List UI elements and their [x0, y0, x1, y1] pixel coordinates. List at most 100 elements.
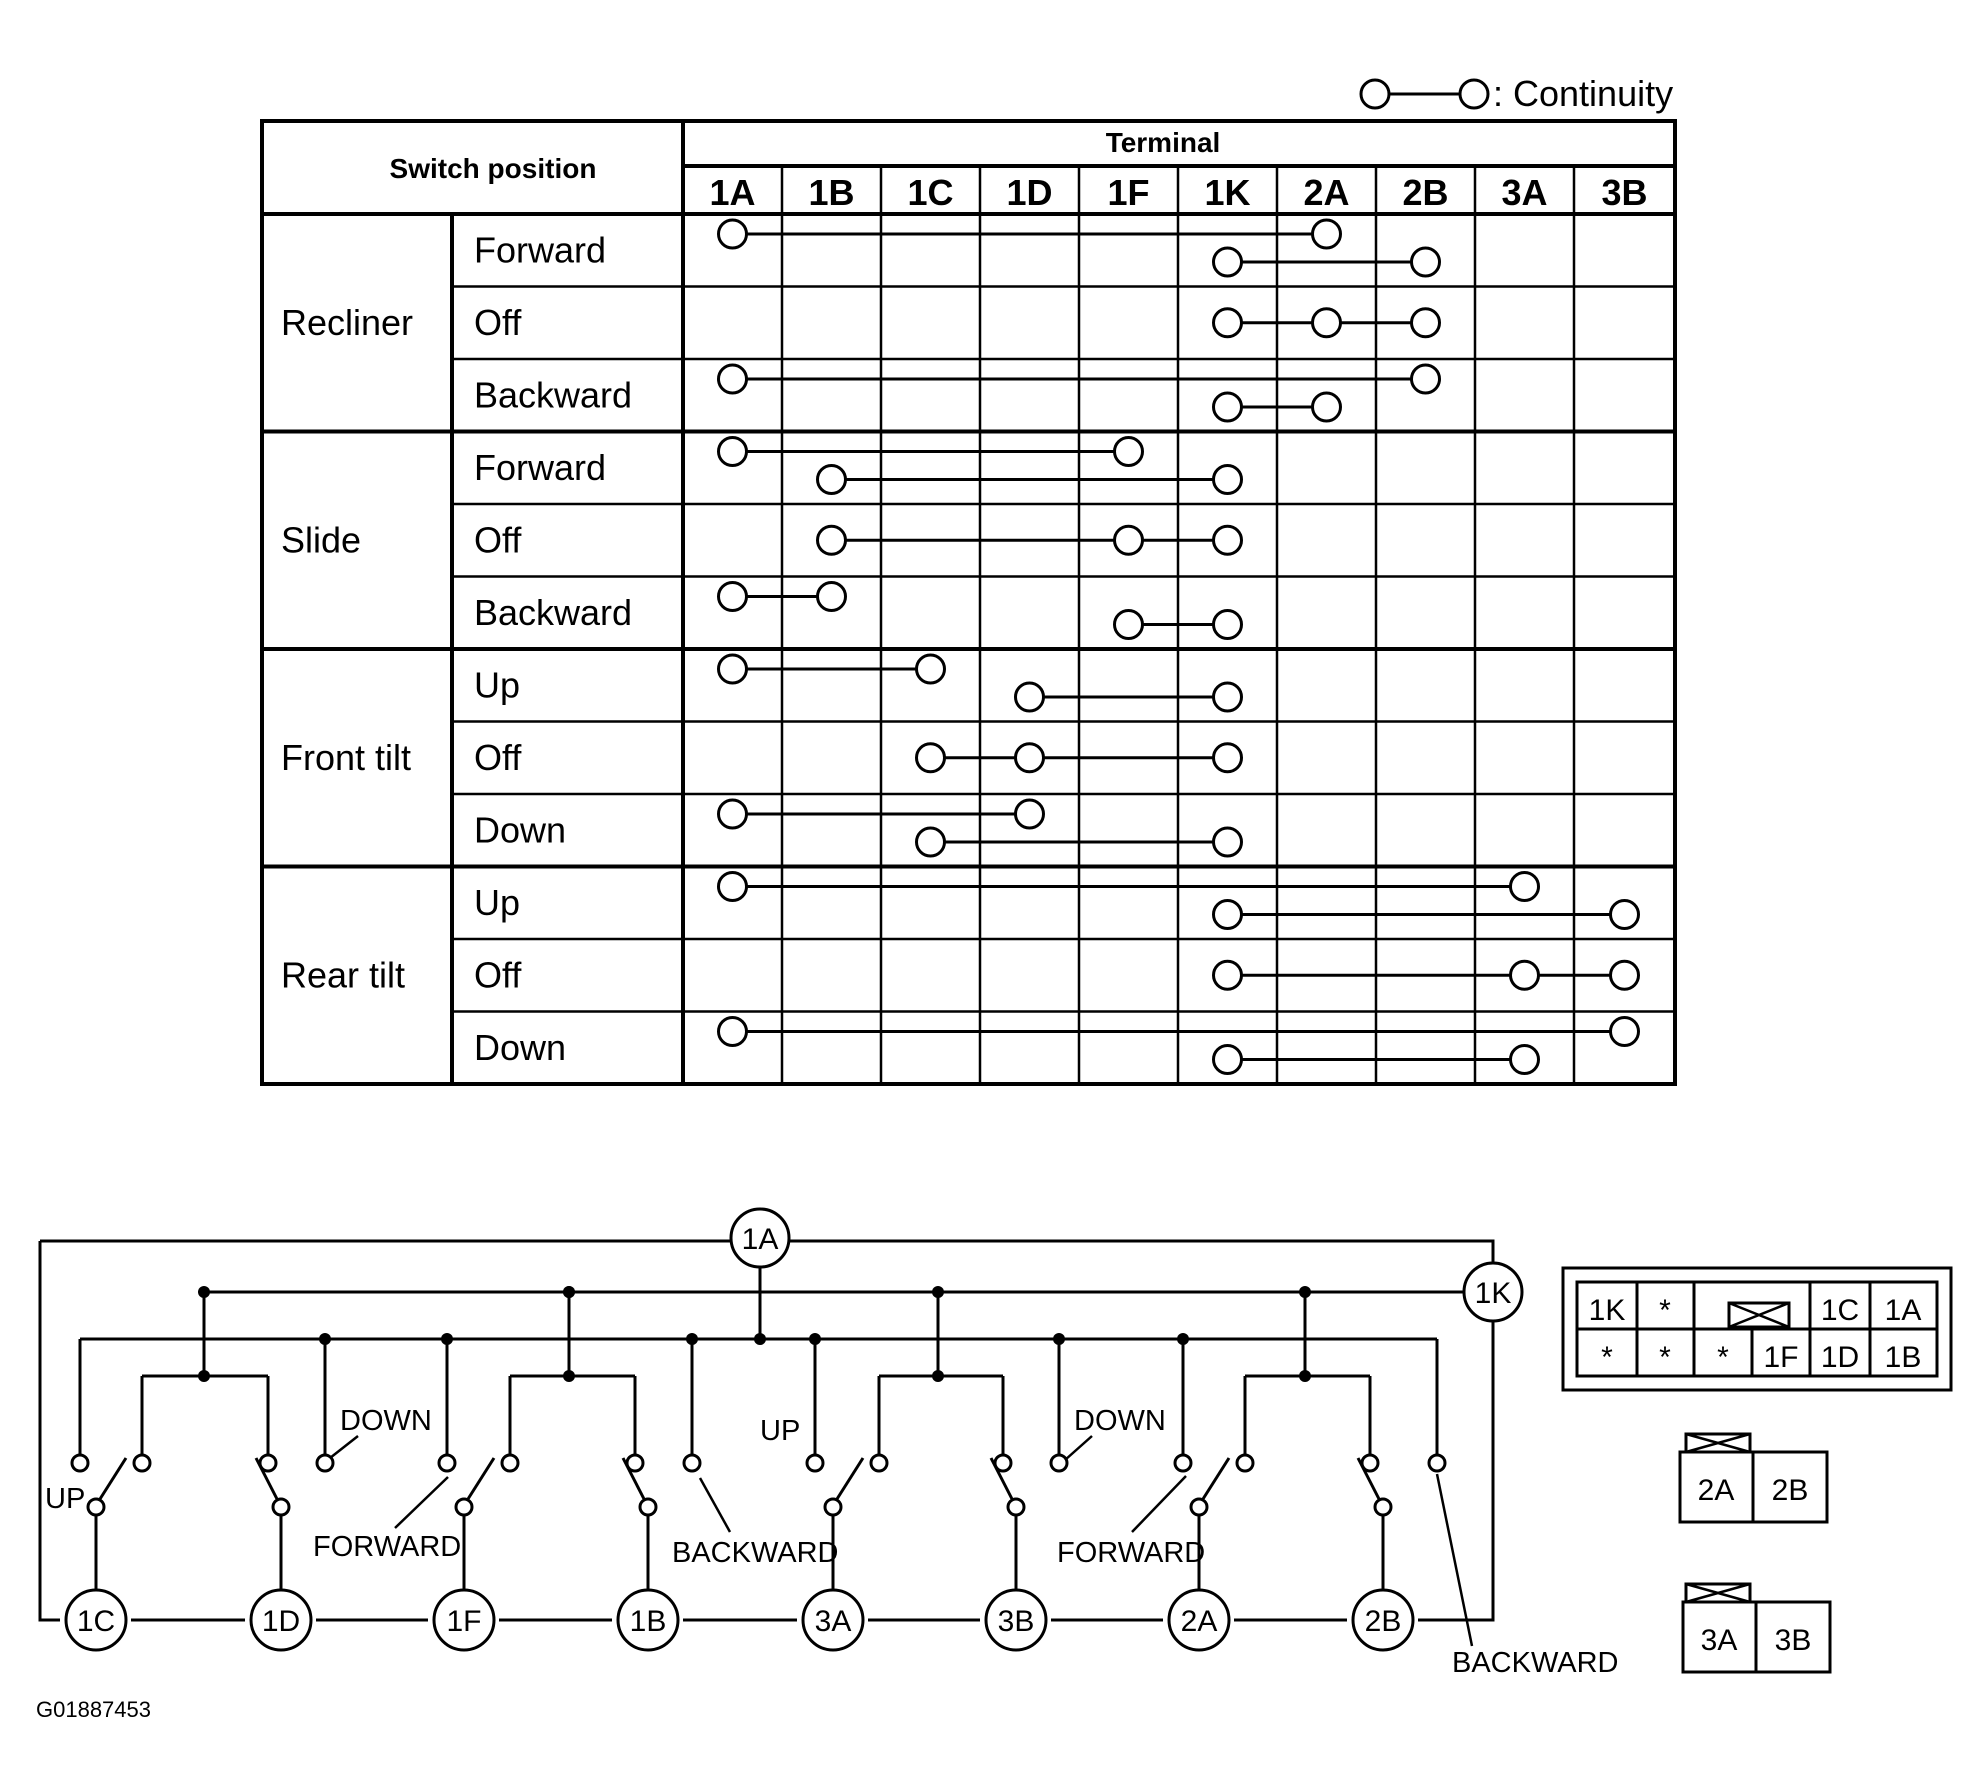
switch-contact	[500, 1453, 520, 1473]
header-terminal: Terminal	[1106, 127, 1221, 158]
continuity-circle	[1212, 681, 1243, 713]
pin-1a: 1A	[1885, 1294, 1922, 1327]
junction-dot	[441, 1333, 453, 1345]
switch-contact	[315, 1453, 335, 1473]
continuity-circle	[1113, 524, 1144, 556]
leader-forward-2	[1131, 1475, 1187, 1533]
continuity-circle	[915, 742, 946, 774]
continuity-circle	[915, 653, 946, 685]
terminal-node	[249, 1588, 313, 1652]
group-label: Slide	[281, 519, 361, 560]
continuity-circle	[1212, 826, 1243, 858]
pin-2a: 2A	[1698, 1474, 1735, 1507]
pin-2b: 2B	[1772, 1474, 1809, 1507]
pin-blank-1: *	[1659, 1294, 1671, 1327]
continuity-legend: : Continuity	[1359, 73, 1673, 114]
continuity-circle	[717, 798, 748, 830]
continuity-circle	[1609, 899, 1640, 930]
continuity-circle	[717, 871, 748, 902]
pin-blank-3: *	[1659, 1341, 1671, 1374]
continuity-circle	[1509, 1044, 1540, 1075]
latch-symbol	[1727, 1301, 1791, 1329]
table-border	[260, 119, 1677, 1086]
switch-contact	[1235, 1453, 1255, 1473]
junction-dot	[319, 1333, 331, 1345]
switch-contact	[1049, 1453, 1069, 1473]
position-label: Backward	[474, 374, 632, 415]
continuity-circle	[1609, 959, 1640, 991]
continuity-circle	[915, 826, 946, 858]
continuity-marks	[717, 218, 1640, 1075]
continuity-circle	[1212, 464, 1243, 495]
continuity-circle	[1212, 1044, 1243, 1075]
leader-down-2	[1064, 1435, 1093, 1461]
switch-blade	[466, 1457, 496, 1500]
terminal-header: 1D	[1006, 172, 1052, 213]
junction-dot	[1053, 1333, 1065, 1345]
terminal-node-label: 1C	[77, 1605, 115, 1638]
terminal-node	[984, 1588, 1048, 1652]
switch-contact	[805, 1453, 825, 1473]
continuity-circle	[717, 1016, 748, 1047]
continuity-circle	[1014, 742, 1045, 774]
switch-contact	[70, 1453, 90, 1473]
terminal-node	[729, 1207, 791, 1269]
switch-blade	[1201, 1457, 1231, 1500]
switch-contact	[437, 1453, 457, 1473]
continuity-circle	[1212, 609, 1243, 640]
switch-contact	[869, 1453, 889, 1473]
switch-pivot	[638, 1497, 658, 1517]
label-forward-2: FORWARD	[1057, 1537, 1205, 1569]
switch-contact	[132, 1453, 152, 1473]
header-switch-position: Switch position	[390, 153, 597, 184]
group-label: Front tilt	[281, 737, 411, 778]
label-up-2: UP	[760, 1415, 800, 1447]
position-label: Forward	[474, 447, 606, 488]
switch-pivot	[1373, 1497, 1393, 1517]
terminal-node	[1167, 1588, 1231, 1652]
terminal-node-label: 3A	[815, 1605, 852, 1638]
continuity-circle	[1212, 307, 1243, 339]
position-label: Down	[474, 1027, 566, 1068]
label-backward-1: BACKWARD	[672, 1537, 839, 1569]
terminal-header: 3B	[1601, 172, 1647, 213]
continuity-circle	[1410, 363, 1441, 395]
continuity-circle	[1609, 1016, 1640, 1047]
continuity-circle	[1311, 218, 1342, 250]
switch-pivot	[454, 1497, 474, 1517]
label-down-1: DOWN	[340, 1405, 432, 1437]
terminal-header: 1C	[907, 172, 953, 213]
outer-frame-wire	[38, 1239, 1495, 1622]
switch-pivot	[1006, 1497, 1026, 1517]
switch-contact	[682, 1453, 702, 1473]
label-down-2: DOWN	[1074, 1405, 1166, 1437]
terminal-node-label: 1A	[742, 1223, 779, 1256]
terminal-node-label: 1B	[630, 1605, 667, 1638]
pin-blank-2: *	[1601, 1341, 1613, 1374]
pin-3b: 3B	[1775, 1624, 1812, 1657]
terminal-node-label: 2B	[1365, 1605, 1402, 1638]
continuity-circle	[1410, 307, 1441, 339]
connector-main-outer	[1561, 1266, 1953, 1392]
terminal-node-label: 1D	[262, 1605, 300, 1638]
circuit-diagram: UP DOWN FORWARD BACKWARD UP DOWN FORWARD…	[38, 1207, 1619, 1679]
connector-3: 3A 3B	[1681, 1582, 1832, 1674]
pin-1d: 1D	[1821, 1341, 1859, 1374]
position-label: Forward	[474, 229, 606, 270]
continuity-circle	[1113, 609, 1144, 640]
pin-1f: 1F	[1763, 1341, 1798, 1374]
continuity-circle	[717, 581, 748, 612]
terminal-node	[616, 1588, 680, 1652]
junction-dot	[1299, 1370, 1311, 1382]
switch-pivot	[823, 1497, 843, 1517]
junction-dot	[563, 1370, 575, 1382]
switch-blade	[835, 1457, 865, 1500]
switch-contact	[625, 1453, 645, 1473]
position-label: Off	[474, 302, 522, 343]
label-up-1: UP	[45, 1483, 85, 1515]
junction-dot	[686, 1333, 698, 1345]
circuit-switches	[70, 1286, 1447, 1590]
pin-3a: 3A	[1701, 1624, 1738, 1657]
pin-1k: 1K	[1589, 1294, 1626, 1327]
